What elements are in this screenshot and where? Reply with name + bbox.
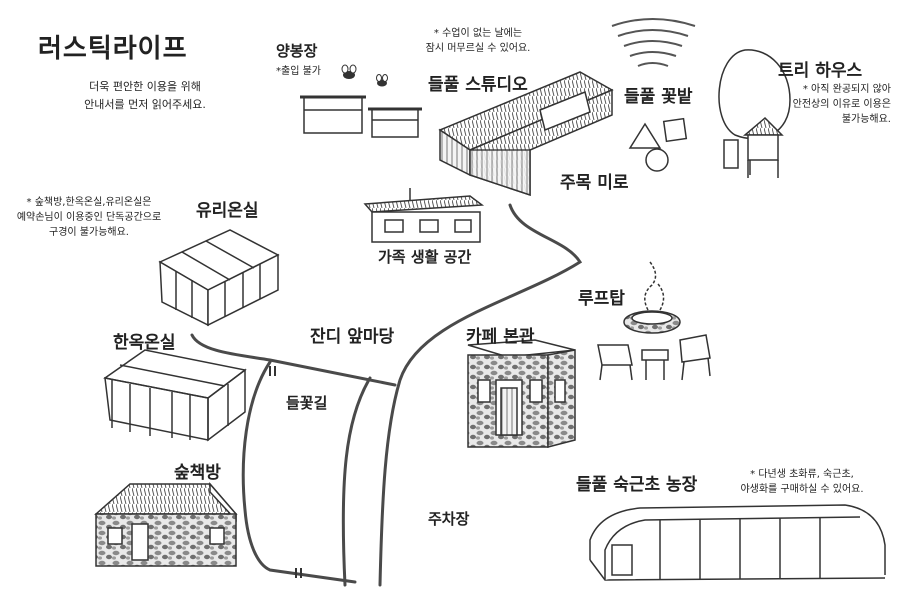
page-title: 러스틱라이프	[38, 34, 188, 64]
label-farm[interactable]: 들풀 숙근초 농장	[576, 475, 698, 495]
label-beehive[interactable]: 양봉장	[276, 42, 318, 60]
beehives	[300, 95, 422, 138]
label-rooftop[interactable]: 루프탑	[578, 289, 625, 309]
label-hanok-greenhouse[interactable]: 한옥온실	[113, 333, 176, 353]
studio-building	[438, 71, 614, 197]
label-tree-house[interactable]: 트리 하우스	[778, 61, 863, 81]
road-lawn-horizontal	[190, 333, 397, 387]
road-center	[341, 376, 372, 587]
label-family-space[interactable]: 가족 생활 공간	[378, 248, 472, 266]
farm-greenhouse	[589, 504, 886, 581]
rooftop-chairs	[597, 334, 711, 381]
label-flower-path[interactable]: 들꽃길	[286, 394, 328, 412]
label-glass-greenhouse[interactable]: 유리온실	[196, 201, 259, 221]
label-sculpture-maze[interactable]: 주목 미로	[560, 173, 629, 193]
tree-house	[718, 49, 791, 178]
rooftop-firepit	[623, 261, 681, 334]
family-space-building	[363, 188, 485, 243]
flower-garden-sculpture	[611, 18, 696, 67]
label-lawn-yard[interactable]: 잔디 앞마당	[310, 327, 395, 347]
label-parking[interactable]: 주차장	[428, 510, 470, 528]
roads	[190, 203, 583, 587]
hanok-greenhouse	[103, 349, 247, 442]
note-beehive: *출입 불가	[276, 66, 321, 77]
road-left-curve	[241, 360, 357, 584]
bee-icon	[341, 64, 388, 87]
note-farm: * 다년생 초화류, 숙근초,야생화를 구매하실 수 있어요.	[740, 469, 864, 495]
label-forest-bookstore[interactable]: 숲책방	[174, 463, 221, 483]
geometric-shapes	[628, 117, 688, 172]
label-studio[interactable]: 들풀 스튜디오	[428, 75, 528, 95]
label-flower-garden[interactable]: 들풀 꽃밭	[624, 87, 693, 107]
road-main	[378, 203, 583, 587]
cafe-building	[467, 339, 576, 448]
glass-greenhouse	[158, 229, 280, 327]
forest-bookstore	[94, 481, 238, 567]
road-markers	[269, 366, 302, 578]
label-cafe[interactable]: 카페 본관	[466, 327, 535, 347]
